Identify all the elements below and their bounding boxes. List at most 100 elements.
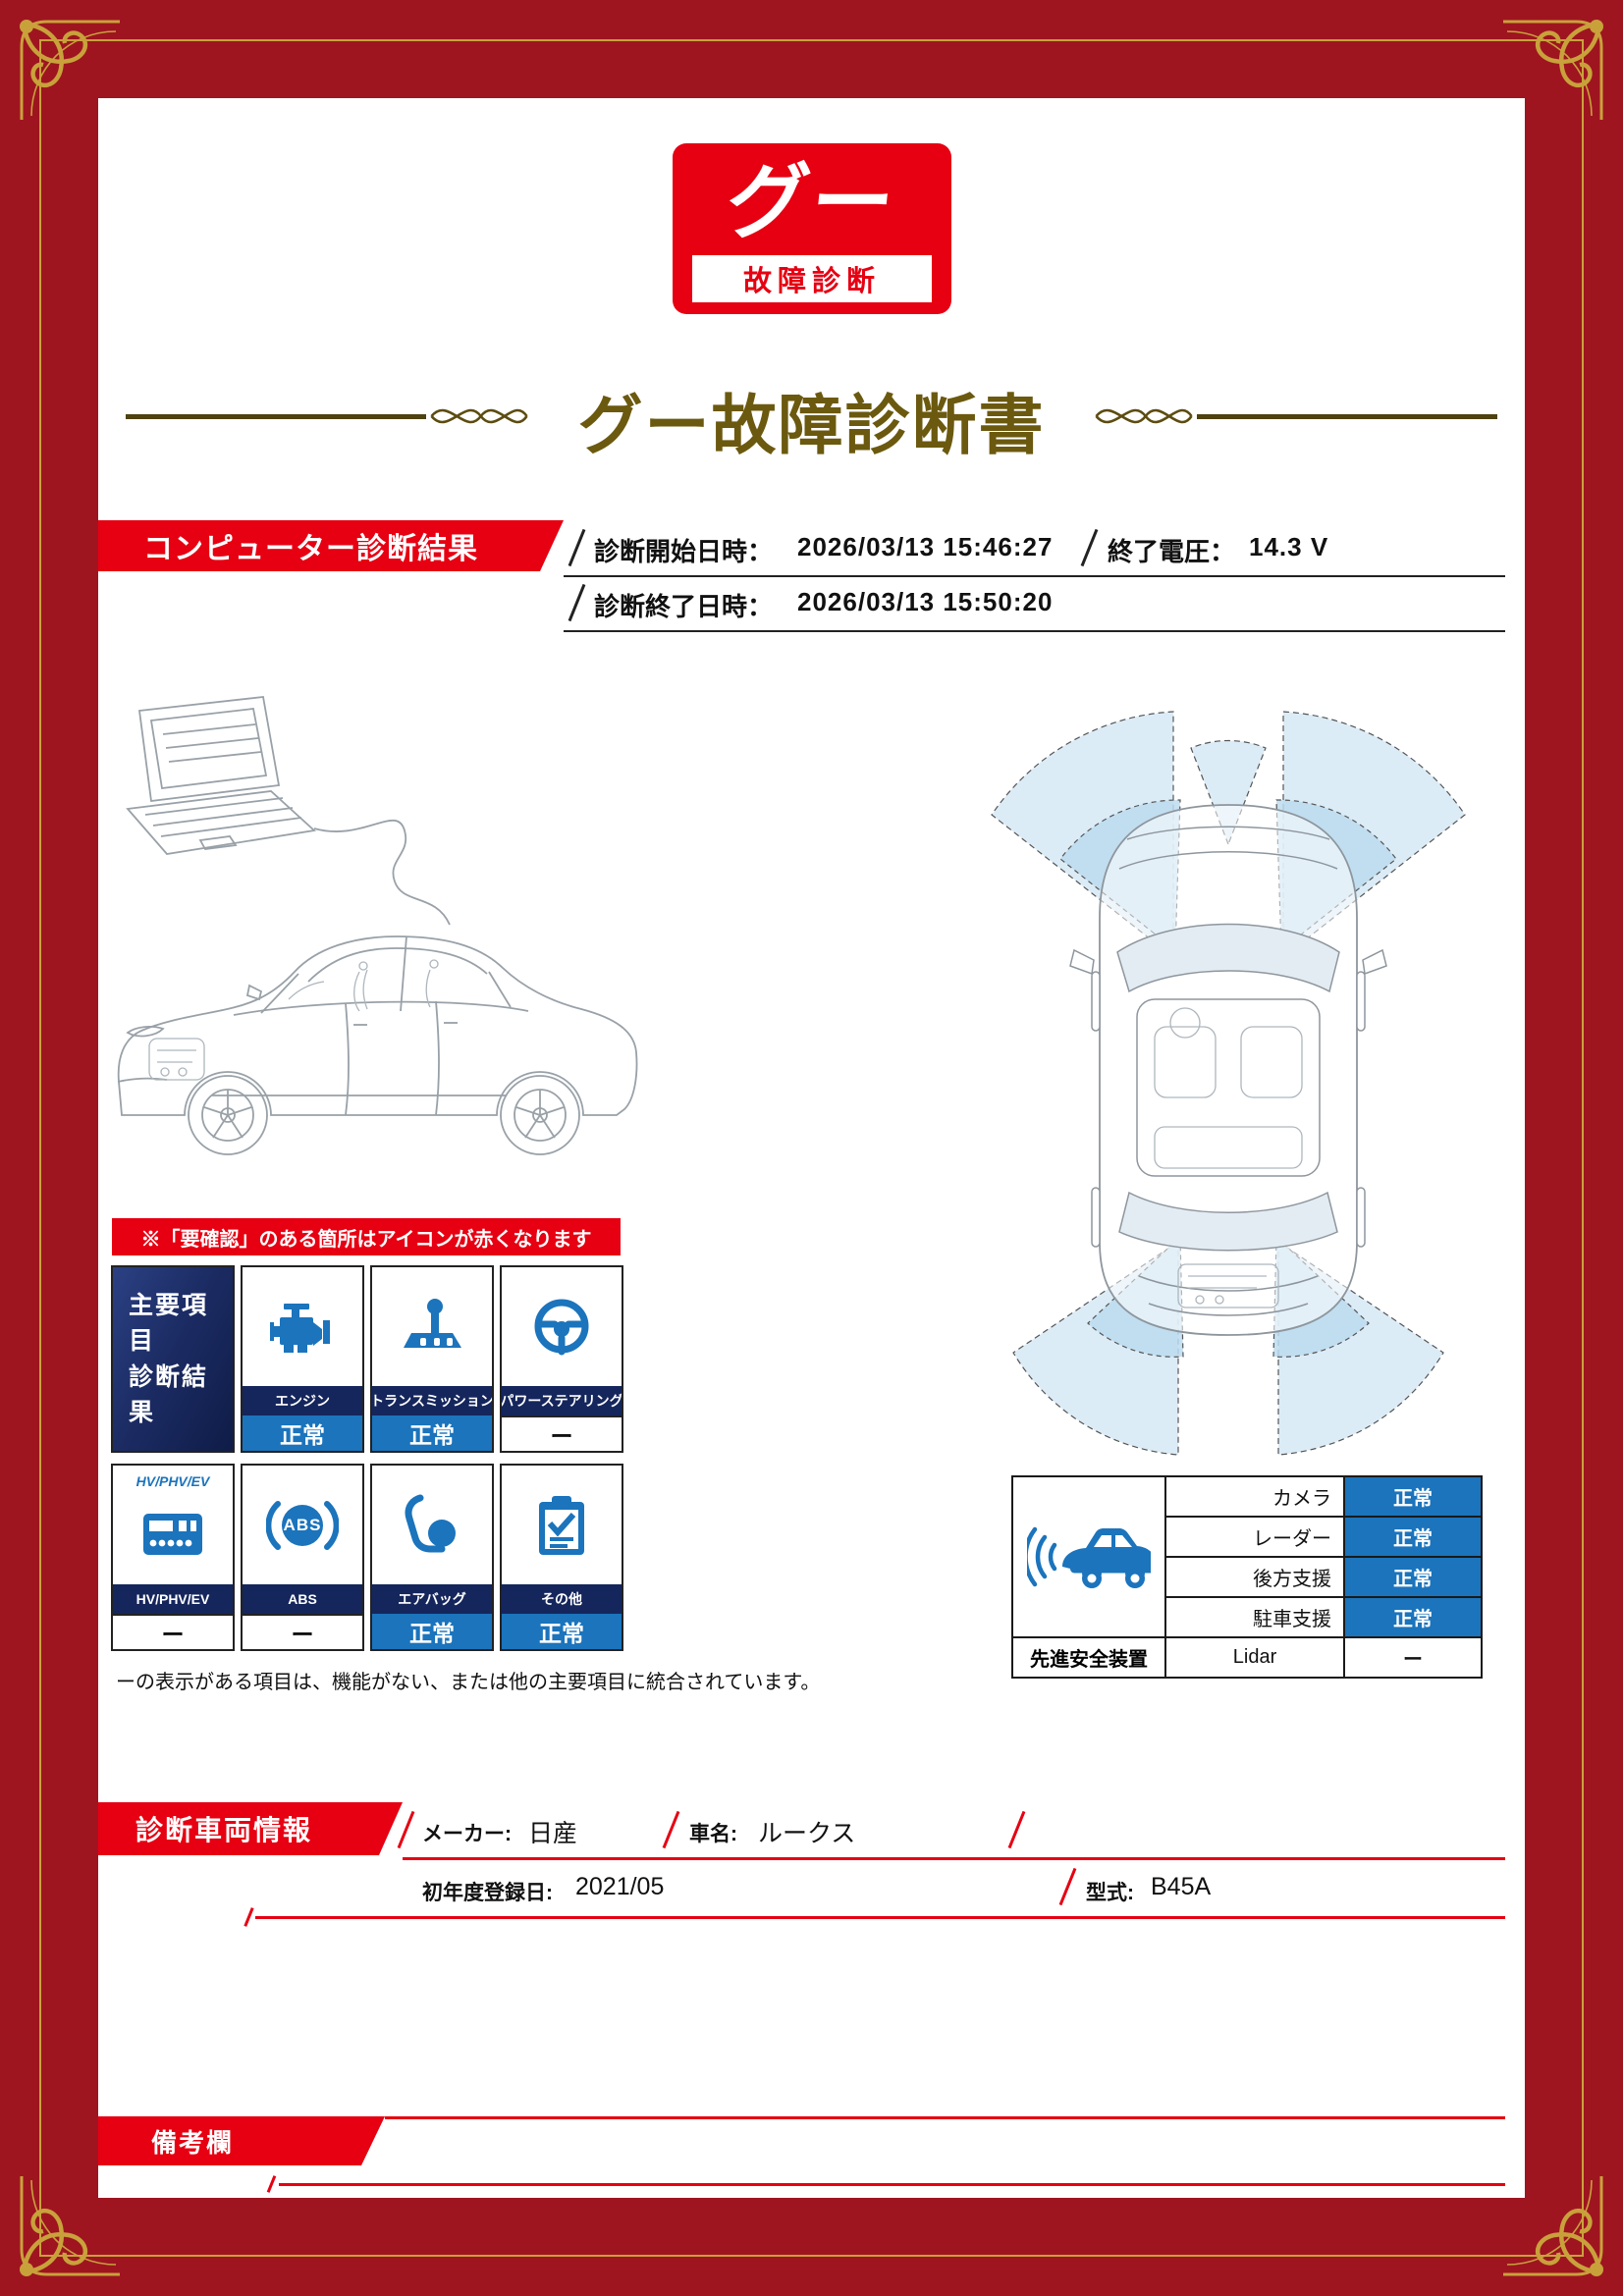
red-slash-divider: [662, 1810, 680, 1849]
remarks-banner: 備考欄: [98, 2116, 385, 2165]
car-side-wireframe-illustration: [117, 696, 638, 1155]
ev-meter-icon: [143, 1513, 202, 1555]
transmission-icon-area: [372, 1267, 492, 1386]
safety-row-status: 正常: [1344, 1476, 1482, 1517]
car-name-label: 車名:: [689, 1823, 737, 1845]
maker-value: 日産: [528, 1820, 578, 1847]
maker-label: メーカー:: [422, 1823, 512, 1845]
hv-icon-text: HV/PHV/EV: [135, 1473, 210, 1489]
divider-line: [564, 575, 1505, 577]
airbag-icon-area: [372, 1466, 492, 1584]
connected-car-icon: [1027, 1526, 1151, 1588]
title-rule-right: [1197, 414, 1497, 419]
logo-sub-text: 故障診断: [692, 255, 932, 302]
end-time-value: 2026/03/13 15:50:20: [797, 587, 1054, 616]
engine-icon-area: [243, 1267, 362, 1386]
diagnosis-cell-power-steering: パワーステアリング ー: [500, 1265, 623, 1453]
abs-icon-text: ABS: [283, 1515, 322, 1534]
start-time-value: 2026/03/13 15:46:27: [797, 532, 1054, 561]
diagnosis-item-name: パワーステアリング: [502, 1386, 622, 1415]
diagnosis-item-name: エンジン: [243, 1386, 362, 1415]
red-divider-line: [403, 1857, 1505, 1860]
engine-icon: [270, 1303, 330, 1353]
diagnosis-item-name: HV/PHV/EV: [113, 1584, 233, 1614]
end-time-label: 診断終了日時：: [594, 592, 774, 621]
diagnosis-item-status: 正常: [243, 1415, 362, 1451]
advanced-safety-table: 先進安全装置 カメラ 正常 レーダー 正常 後方支援 正常 駐車支援 正常 Li…: [1011, 1475, 1483, 1679]
other-icon-area: [502, 1466, 622, 1584]
divider-line: [564, 630, 1505, 632]
red-slash-divider: [266, 2175, 277, 2193]
diagnosis-cell-transmission: トランスミッション 正常: [370, 1265, 494, 1453]
slash-divider: [568, 528, 586, 567]
title-rule-left: [126, 414, 426, 419]
car-top-sensor-illustration: [991, 711, 1466, 1456]
red-divider-line: [255, 1916, 1505, 1919]
slash-divider: [568, 583, 586, 622]
diagnosis-item-name: ABS: [243, 1584, 362, 1614]
main-items-result-box: 主要項目 診断結果: [111, 1265, 235, 1453]
dash-footnote: ーの表示がある項目は、機能がない、または他の主要項目に統合されています。: [116, 1672, 821, 1693]
diagnosis-cell-engine: エンジン 正常: [241, 1265, 364, 1453]
abs-icon-area: ABS: [243, 1466, 362, 1584]
first-reg-label: 初年度登録日:: [422, 1882, 553, 1904]
model-label: 型式:: [1086, 1882, 1134, 1904]
diagnosis-cell-abs: ABS ABS ー: [241, 1464, 364, 1651]
main-box-line1: 主要項目: [129, 1292, 209, 1356]
red-divider-line: [385, 2116, 1505, 2119]
logo-main-text: グー: [722, 155, 901, 248]
corner-flourish: [1503, 2176, 1603, 2276]
safety-row-status: 正常: [1344, 1517, 1482, 1557]
safety-row-name: 駐車支援: [1165, 1597, 1344, 1637]
connected-car-icon-cell: [1012, 1476, 1165, 1637]
diagnosis-item-status: ー: [243, 1614, 362, 1649]
title-flourish: [430, 408, 528, 424]
page-title: グー故障診断書: [577, 389, 1046, 461]
model-value: B45A: [1151, 1873, 1212, 1900]
corner-flourish: [1503, 20, 1603, 120]
airbag-icon: [405, 1494, 456, 1552]
first-reg-value: 2021/05: [575, 1873, 665, 1900]
red-slash-divider: [1007, 1810, 1026, 1849]
end-voltage-value: 14.3 V: [1249, 532, 1329, 561]
car-name-value: ルークス: [758, 1820, 856, 1847]
red-slash-divider: [243, 1907, 254, 1927]
safety-row-name: 後方支援: [1165, 1557, 1344, 1597]
goo-logo: グー 故障診断: [673, 143, 951, 314]
safety-row-name: Lidar: [1165, 1637, 1344, 1678]
corner-flourish: [20, 2176, 120, 2276]
start-time-label: 診断開始日時：: [594, 537, 774, 566]
diagnosis-icon-grid: 主要項目 診断結果: [111, 1265, 623, 1651]
title-flourish: [1095, 408, 1193, 424]
hv-icon-area: HV/PHV/EV: [113, 1466, 233, 1584]
clipboard-check-icon: [539, 1495, 584, 1555]
safety-row-status: ー: [1344, 1637, 1482, 1678]
abs-icon: [266, 1500, 339, 1550]
warning-note-bar: ※「要確認」のある箇所はアイコンが赤くなります: [112, 1218, 621, 1255]
steering-icon-area: [502, 1267, 622, 1386]
red-slash-divider: [1058, 1867, 1077, 1906]
red-divider-line: [279, 2183, 1505, 2186]
diagnosis-item-status: 正常: [372, 1614, 492, 1649]
main-box-line2: 診断結果: [129, 1362, 209, 1426]
diagnosis-item-status: ー: [502, 1415, 622, 1451]
diagnosis-cell-other: その他 正常: [500, 1464, 623, 1651]
advanced-safety-label: 先進安全装置: [1012, 1637, 1165, 1678]
diagnosis-item-status: 正常: [502, 1614, 622, 1649]
diagnosis-item-name: エアバッグ: [372, 1584, 492, 1614]
diagnosis-cell-airbag: エアバッグ 正常: [370, 1464, 494, 1651]
safety-row-status: 正常: [1344, 1597, 1482, 1637]
report-content: グー 故障診断 グー故障診断書 コンピューター診断結果 診断開始日時： 2026…: [98, 98, 1525, 2198]
slash-divider: [1080, 528, 1099, 567]
transmission-shifter-icon: [404, 1298, 461, 1348]
diagnosis-item-name: その他: [502, 1584, 622, 1614]
safety-row-name: レーダー: [1165, 1517, 1344, 1557]
end-voltage-label: 終了電圧：: [1108, 537, 1236, 566]
vehicle-info-banner: 診断車両情報: [98, 1802, 403, 1855]
title-row: グー故障診断書: [98, 373, 1525, 463]
diagnosis-item-name: トランスミッション: [372, 1386, 492, 1415]
diagnosis-cell-hv-phv-ev: HV/PHV/EV HV/PHV/EV ー: [111, 1464, 235, 1651]
red-slash-divider: [397, 1810, 415, 1849]
corner-flourish: [20, 20, 120, 120]
